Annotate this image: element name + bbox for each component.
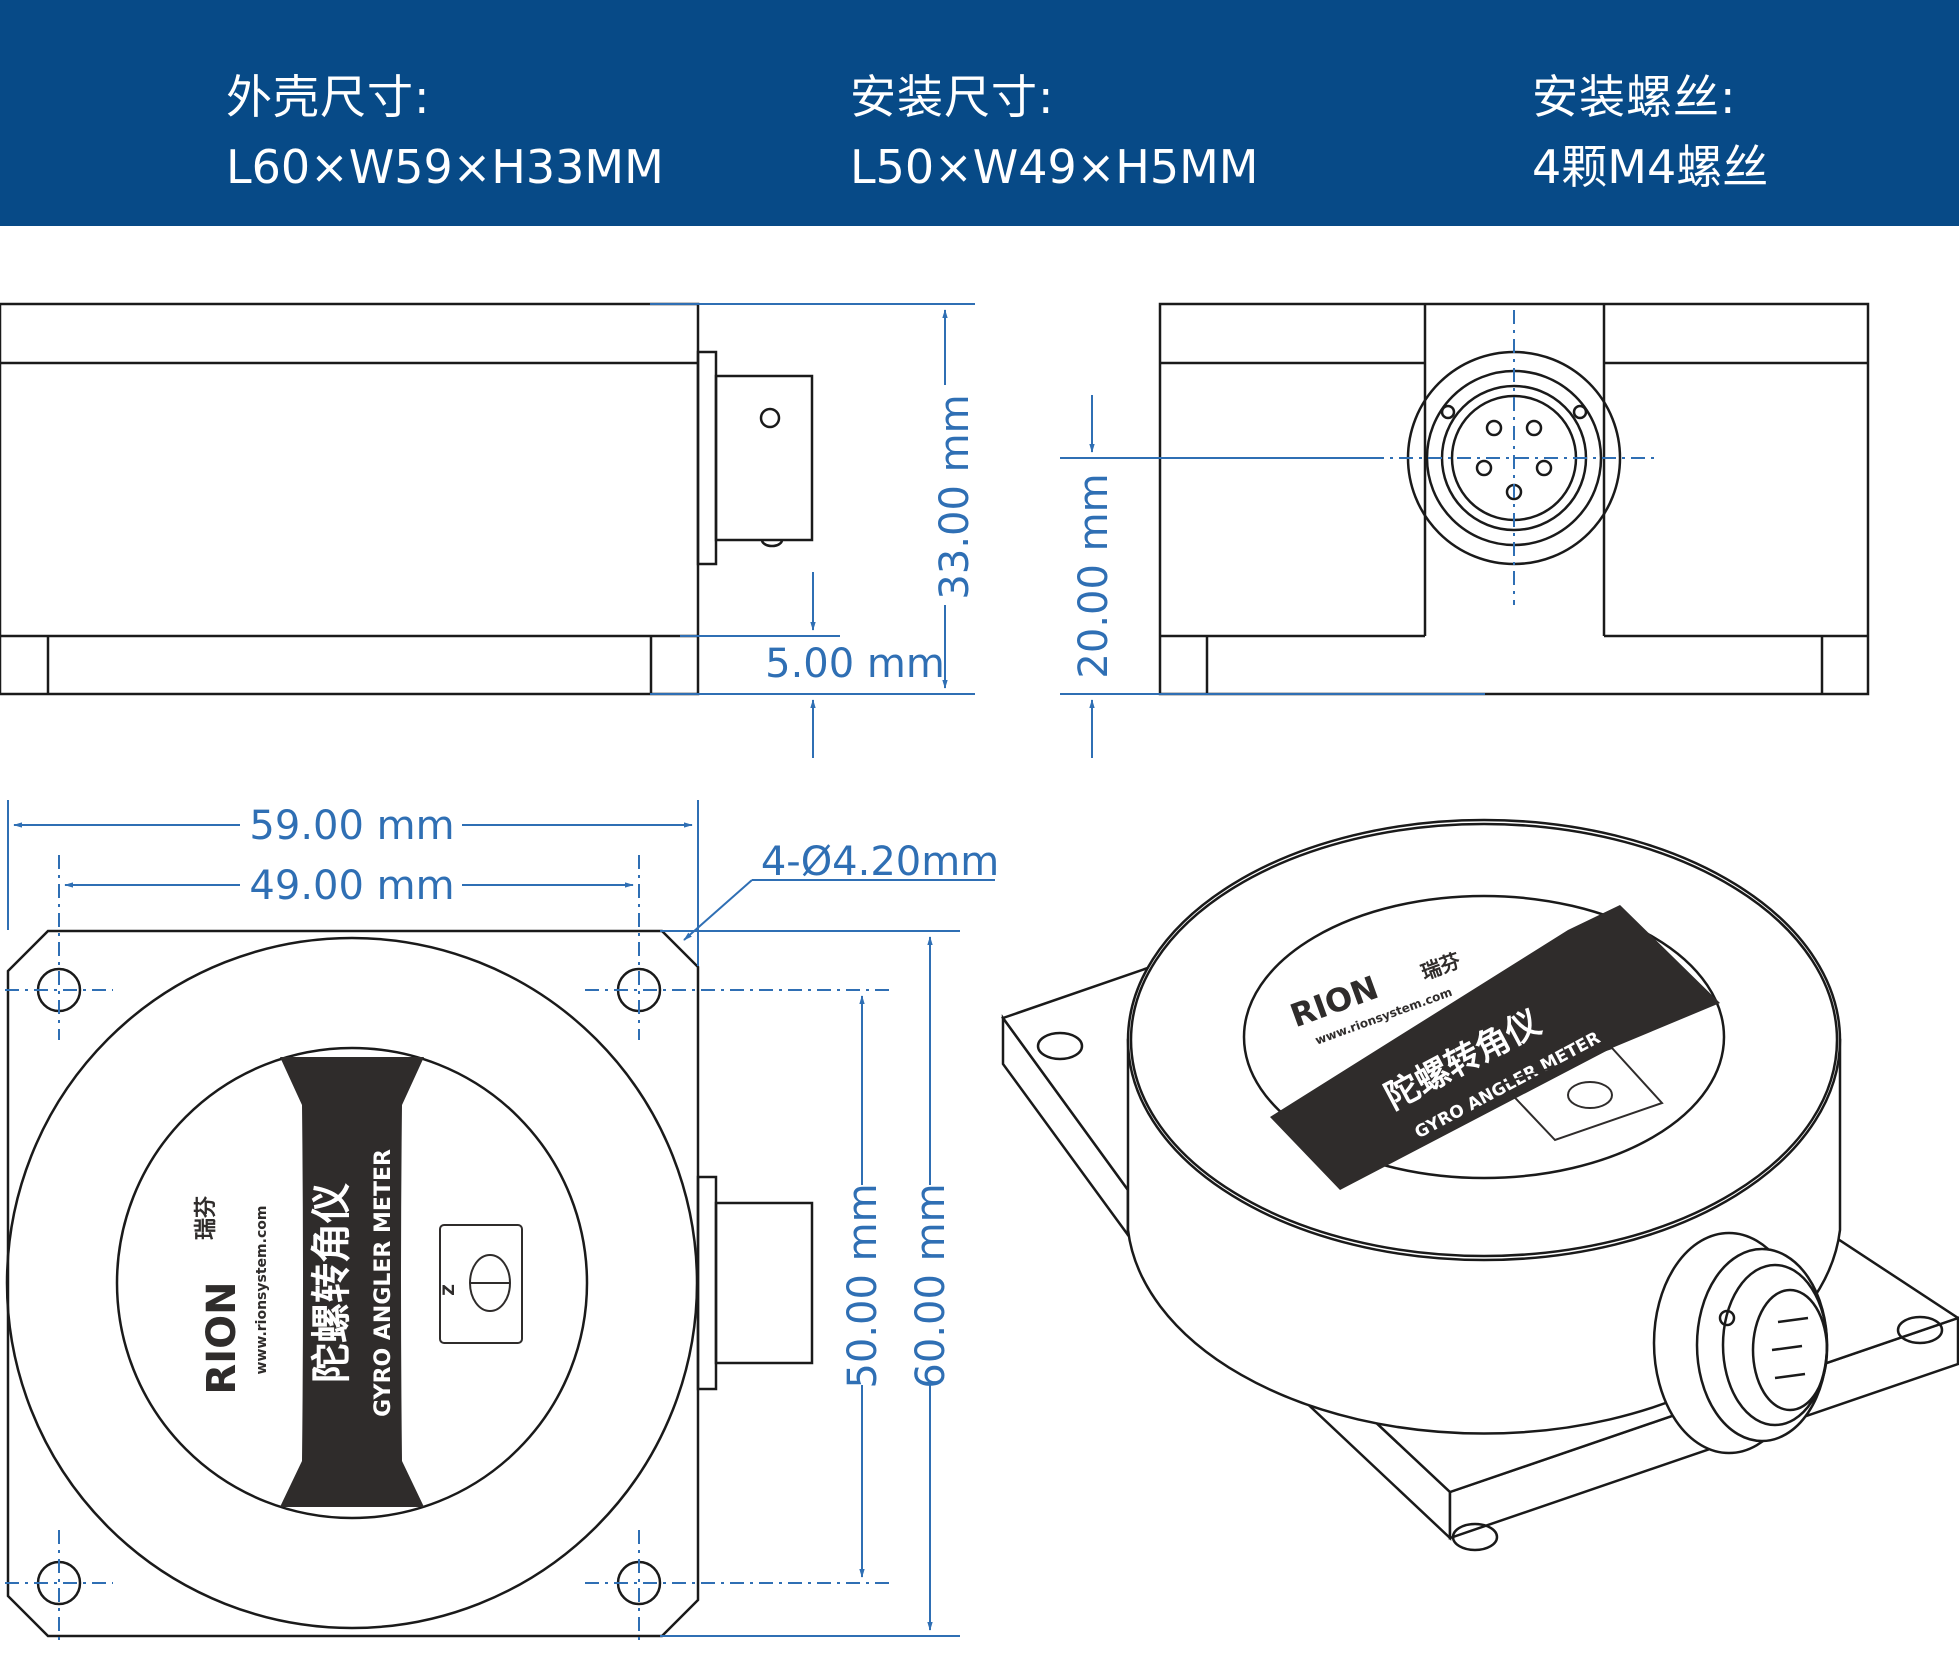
iso-label-band <box>1270 905 1720 1190</box>
dimension-width-49: 49.00 mm <box>249 863 454 909</box>
connector-pin <box>1475 459 1493 477</box>
iso-connector-pin <box>1777 1316 1809 1324</box>
spec-value: L50×W49×H5MM <box>850 140 1259 194</box>
connector-pin <box>1535 459 1553 477</box>
brand-cn: 瑞芬 <box>194 1195 219 1240</box>
spec-label: 安装尺寸: <box>850 70 1055 124</box>
spec-label: 安装螺丝: <box>1532 70 1737 124</box>
iso-connector <box>1652 1231 1829 1455</box>
side-view-dimensions <box>650 303 975 758</box>
front-view-body-outline <box>1158 302 1870 696</box>
connector-pin <box>1485 419 1503 437</box>
side-view-connector-key <box>759 407 781 429</box>
top-view-connector-body <box>714 1201 814 1365</box>
spec-banner: 外壳尺寸: L60×W59×H33MM 安装尺寸: L50×W49×H5MM 安… <box>0 0 1959 226</box>
spec-housing-size: 外壳尺寸: L60×W59×H33MM <box>226 62 664 202</box>
dimension-length-60: 60.00 mm <box>908 1183 954 1388</box>
iso-connector-key <box>1718 1309 1736 1327</box>
brand-logo: RION <box>199 1281 245 1394</box>
dimension-center-20: 20.00 mm <box>1071 473 1117 678</box>
dimension-length-50: 50.00 mm <box>840 1183 886 1388</box>
isometric-view <box>1000 818 1959 1552</box>
connector-key <box>1572 404 1588 420</box>
dimension-base-5: 5.00 mm <box>765 641 945 687</box>
dimension-height-33: 33.00 mm <box>932 394 978 599</box>
label-name-cn: 陀螺转角仪 <box>309 1183 355 1383</box>
side-view <box>0 302 814 696</box>
spec-value: 4颗M4螺丝 <box>1532 140 1769 194</box>
iso-connector-body <box>1695 1247 1829 1443</box>
axis-label: Z <box>439 1284 458 1296</box>
connector-pin <box>1525 419 1543 437</box>
axis-icon-box <box>439 1224 523 1344</box>
label-band <box>280 1057 424 1507</box>
spec-label: 外壳尺寸: <box>226 70 431 124</box>
iso-mounting-hole <box>1036 1031 1084 1061</box>
spec-mounting-screws: 安装螺丝: 4颗M4螺丝 <box>1532 62 1768 202</box>
side-view-connector-flange <box>696 350 718 566</box>
top-view-connector-flange <box>696 1175 718 1391</box>
iso-connector-pin <box>1774 1372 1806 1380</box>
iso-connector-face <box>1751 1288 1829 1412</box>
iso-housing-top-rim <box>1129 822 1839 1258</box>
top-view-dimensions <box>5 800 995 1640</box>
label-name-en: GYRO ANGLER METER <box>371 1149 396 1417</box>
iso-axis-icon-box <box>1500 1046 1664 1142</box>
top-view <box>5 929 814 1638</box>
connector-key <box>1440 404 1456 420</box>
brand-website: www.rionsystem.com <box>254 1206 270 1375</box>
side-view-connector-body <box>714 374 814 542</box>
spec-value: L60×W59×H33MM <box>226 140 664 194</box>
iso-connector-pin <box>1771 1344 1803 1352</box>
front-view-dimensions <box>1060 310 1660 758</box>
side-view-connector-notch <box>760 539 784 548</box>
spec-mounting-size: 安装尺寸: L50×W49×H5MM <box>850 62 1259 202</box>
dimension-hole-spec: 4-Ø4.20mm <box>761 839 999 885</box>
top-view-label-disc <box>115 1046 589 1520</box>
iso-mounting-hole <box>1896 1315 1944 1345</box>
iso-mounting-hole <box>1451 1522 1499 1552</box>
iso-rotation-axis-icon <box>1567 1081 1613 1109</box>
dimension-width-59: 59.00 mm <box>249 803 454 849</box>
front-view <box>1158 302 1870 696</box>
top-view-product-label: 陀螺转角仪 GYRO ANGLER METER RION 瑞芬 www.rion… <box>194 1057 523 1507</box>
